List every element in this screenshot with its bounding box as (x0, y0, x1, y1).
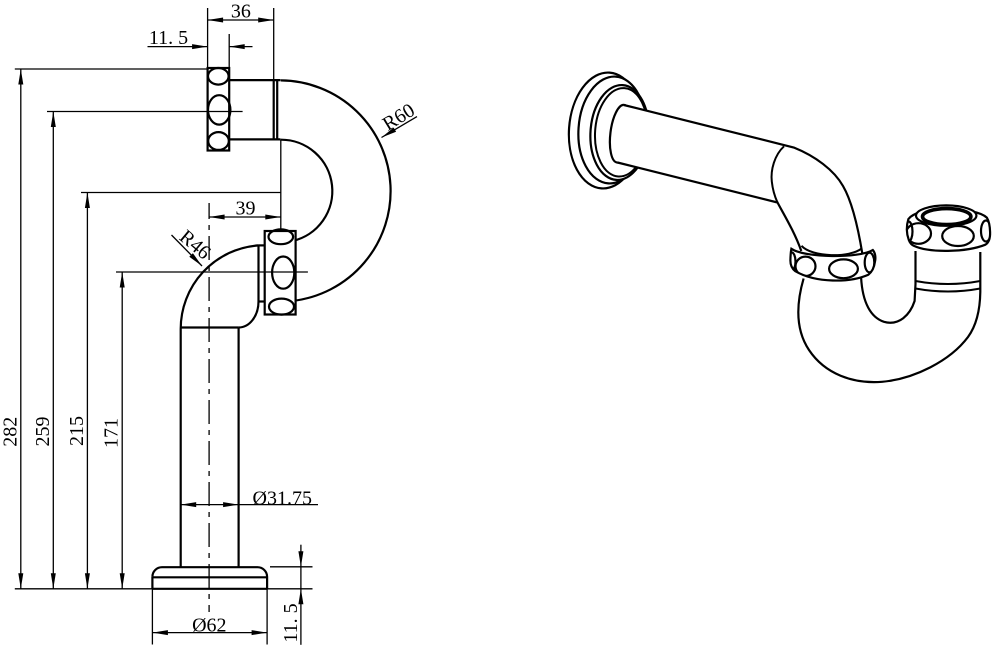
svg-text:171: 171 (101, 418, 123, 448)
svg-text:259: 259 (32, 417, 54, 447)
svg-text:36: 36 (231, 0, 251, 22)
svg-text:Ø31.75: Ø31.75 (253, 487, 312, 509)
svg-text:215: 215 (66, 416, 88, 446)
svg-text:282: 282 (0, 417, 21, 447)
svg-text:11. 5: 11. 5 (149, 27, 188, 49)
svg-text:39: 39 (236, 197, 256, 219)
svg-text:Ø62: Ø62 (192, 614, 226, 636)
svg-text:11. 5: 11. 5 (280, 603, 302, 642)
